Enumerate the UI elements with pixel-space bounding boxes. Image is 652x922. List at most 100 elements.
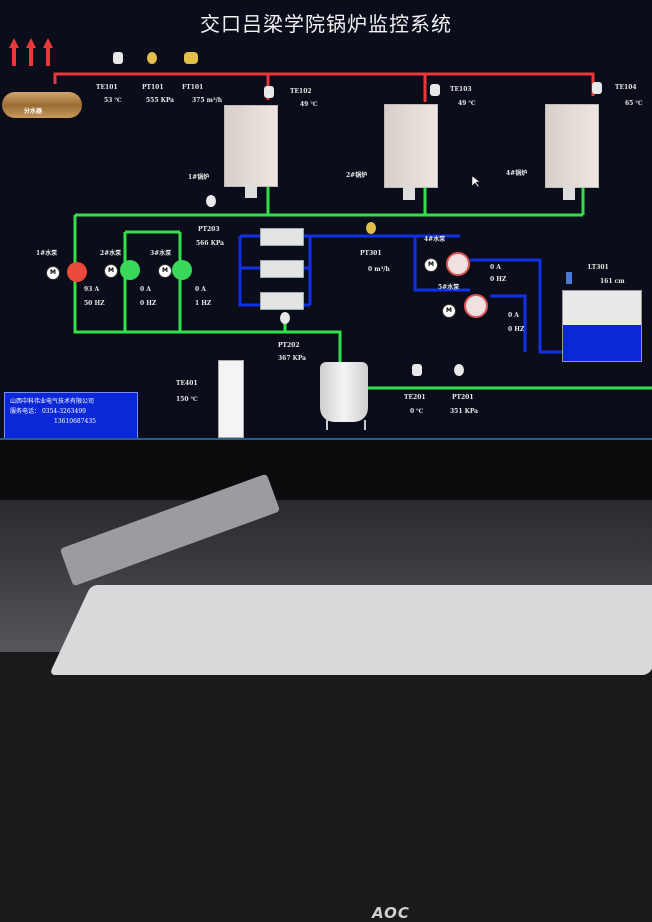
blue-pump4-out	[470, 258, 562, 354]
pump-4-label: 4#水泵	[424, 236, 446, 243]
te104-value: 65 ℃	[625, 100, 643, 107]
hmi-screen: 交口吕梁学院锅炉监控系统	[0, 0, 652, 470]
te103-thermometer-icon[interactable]	[430, 84, 440, 96]
mouse-cursor-icon	[472, 176, 480, 188]
steam-distributor	[2, 92, 82, 118]
phone-2: 13610687435	[54, 418, 96, 425]
pt201-tag: PT201	[452, 394, 474, 401]
te101-value: 53 ℃	[104, 97, 122, 104]
pt203-tag: PT203	[198, 226, 220, 233]
softener-tank-legs	[326, 420, 366, 430]
pump-2-current: 0 A	[140, 286, 151, 293]
te102-value: 49 ℃	[300, 101, 318, 108]
pump-1-label: 1#水泵	[36, 250, 58, 257]
te103-value: 49 ℃	[458, 100, 476, 107]
pt301-flowmeter-icon[interactable]	[366, 222, 376, 234]
pump-2-label: 2#水泵	[100, 250, 122, 257]
pt301-tag: PT301	[360, 250, 382, 257]
pump-1-current: 93 A	[84, 286, 100, 293]
te104-tag: TE104	[615, 84, 637, 91]
pump-3-label: 3#水泵	[150, 250, 172, 257]
pump-4-freq: 0 HZ	[490, 276, 507, 283]
company-name: 山西中科伟业电气技术有限公司	[10, 398, 95, 405]
pt202-value: 367 KPa	[278, 355, 307, 362]
pt301-value: 0 m³/h	[368, 266, 390, 273]
pump-1-motor-icon[interactable]: M	[46, 266, 60, 280]
blue-to-pump4	[413, 236, 470, 292]
keyboard	[49, 585, 652, 675]
pt201-value: 351 KPa	[450, 408, 479, 415]
pump-3[interactable]	[172, 260, 192, 280]
pump-4-motor-icon[interactable]: M	[424, 258, 438, 272]
pt203-gauge-icon[interactable]	[206, 195, 216, 207]
steam-arrow-3	[43, 38, 53, 66]
water-tank-level	[563, 324, 641, 361]
pt203-value: 566 KPa	[196, 240, 225, 247]
pump-3-motor-icon[interactable]: M	[158, 264, 172, 278]
te201-thermometer-icon[interactable]	[412, 364, 422, 376]
boiler-4-base	[563, 186, 575, 200]
pump-5-freq: 0 HZ	[508, 326, 525, 333]
te201-value: 0 ℃	[410, 408, 424, 415]
steam-arrow-2	[26, 38, 36, 66]
ft101-tag: FT101	[182, 84, 204, 91]
pump-1-freq: 50 HZ	[84, 300, 105, 307]
pump-4[interactable]	[446, 252, 470, 276]
te101-tag: TE101	[96, 84, 118, 91]
ft101-flowmeter-icon[interactable]	[184, 52, 198, 64]
pump-5-current: 0 A	[508, 312, 519, 319]
heat-exchanger-2	[260, 260, 304, 278]
ft101-value: 375 m³/h	[192, 97, 223, 104]
phone-label: 服务电话：	[10, 408, 41, 415]
page-title: 交口吕梁学院锅炉监控系统	[200, 12, 452, 36]
boiler-4-label: 4#锅炉	[506, 170, 528, 177]
steam-distributor-label: 分水器	[24, 108, 43, 115]
monitor-brand-logo: AOC	[372, 904, 410, 922]
pump-3-current: 0 A	[195, 286, 206, 293]
pump-2[interactable]	[120, 260, 140, 280]
boiler-1-base	[245, 184, 257, 198]
te401-heater	[218, 360, 244, 438]
boiler-2-base	[403, 186, 415, 200]
hot-main-pipe	[53, 72, 595, 96]
heat-exchanger-3	[260, 292, 304, 310]
pump-3-freq: 1 HZ	[195, 300, 212, 307]
te102-tag: TE102	[290, 88, 312, 95]
pt202-tag: PT202	[278, 342, 300, 349]
boiler-4	[545, 104, 599, 188]
company-info-panel: 山西中科伟业电气技术有限公司 服务电话： 0354-3263499 136106…	[4, 392, 138, 440]
lt301-tag: LT301	[588, 264, 609, 271]
pump-5-label: 5#水泵	[438, 284, 460, 291]
blue-pump5-out	[490, 294, 527, 352]
water-tank	[562, 290, 642, 362]
te104-thermometer-icon[interactable]	[592, 82, 602, 94]
pump-4-current: 0 A	[490, 264, 501, 271]
pt101-gauge-icon[interactable]	[147, 52, 157, 64]
phone-1: 0354-3263499	[41, 408, 86, 415]
boiler-2	[384, 104, 438, 188]
boiler-1	[224, 105, 278, 187]
pump-5[interactable]	[464, 294, 488, 318]
pump-2-freq: 0 HZ	[140, 300, 157, 307]
te201-tag: TE201	[404, 394, 426, 401]
pt101-value: 555 KPa	[146, 97, 175, 104]
pump-2-motor-icon[interactable]: M	[104, 264, 118, 278]
pt101-tag: PT101	[142, 84, 164, 91]
lt301-value: 161 cm	[600, 278, 625, 285]
boiler-2-label: 2#锅炉	[346, 172, 368, 179]
heat-exchanger-1	[260, 228, 304, 246]
te401-tag: TE401	[176, 380, 198, 387]
te102-thermometer-icon[interactable]	[264, 86, 274, 98]
te101-thermometer-icon[interactable]	[113, 52, 123, 64]
te103-tag: TE103	[450, 86, 472, 93]
pump-1[interactable]	[67, 262, 87, 282]
pump-5-motor-icon[interactable]: M	[442, 304, 456, 318]
softener-tank	[320, 362, 368, 422]
lt301-level-sensor-icon[interactable]	[566, 272, 572, 284]
te401-value: 150 ℃	[176, 396, 198, 403]
steam-arrow-1	[9, 38, 19, 66]
pt202-gauge-icon[interactable]	[280, 312, 290, 324]
monitor-bezel: AOC	[0, 440, 652, 922]
boiler-1-label: 1#锅炉	[188, 174, 210, 181]
pt201-gauge-icon[interactable]	[454, 364, 464, 376]
